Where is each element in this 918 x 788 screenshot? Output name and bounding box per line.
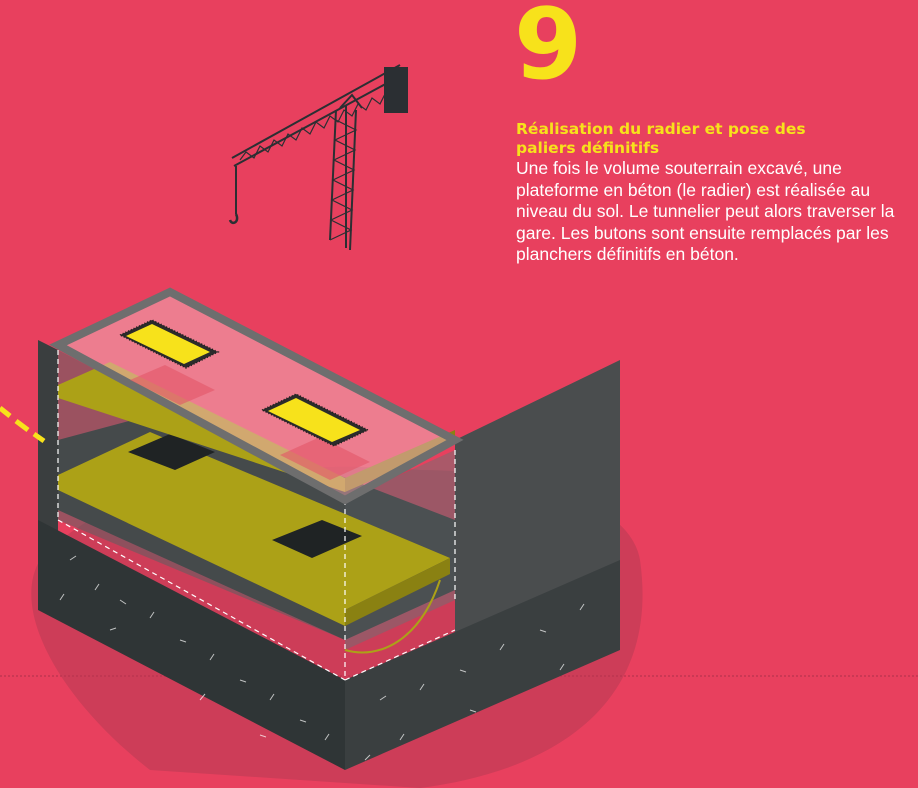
tower-crane-icon xyxy=(230,65,407,250)
tunnel-path-dashes xyxy=(0,408,44,441)
step-title: Réalisation du radier et pose des palier… xyxy=(516,120,816,158)
step-description: Une fois le volume souterrain excavé, un… xyxy=(516,158,908,266)
step-text-block: Réalisation du radier et pose des palier… xyxy=(516,120,908,266)
step-number: 9 xyxy=(514,0,580,94)
